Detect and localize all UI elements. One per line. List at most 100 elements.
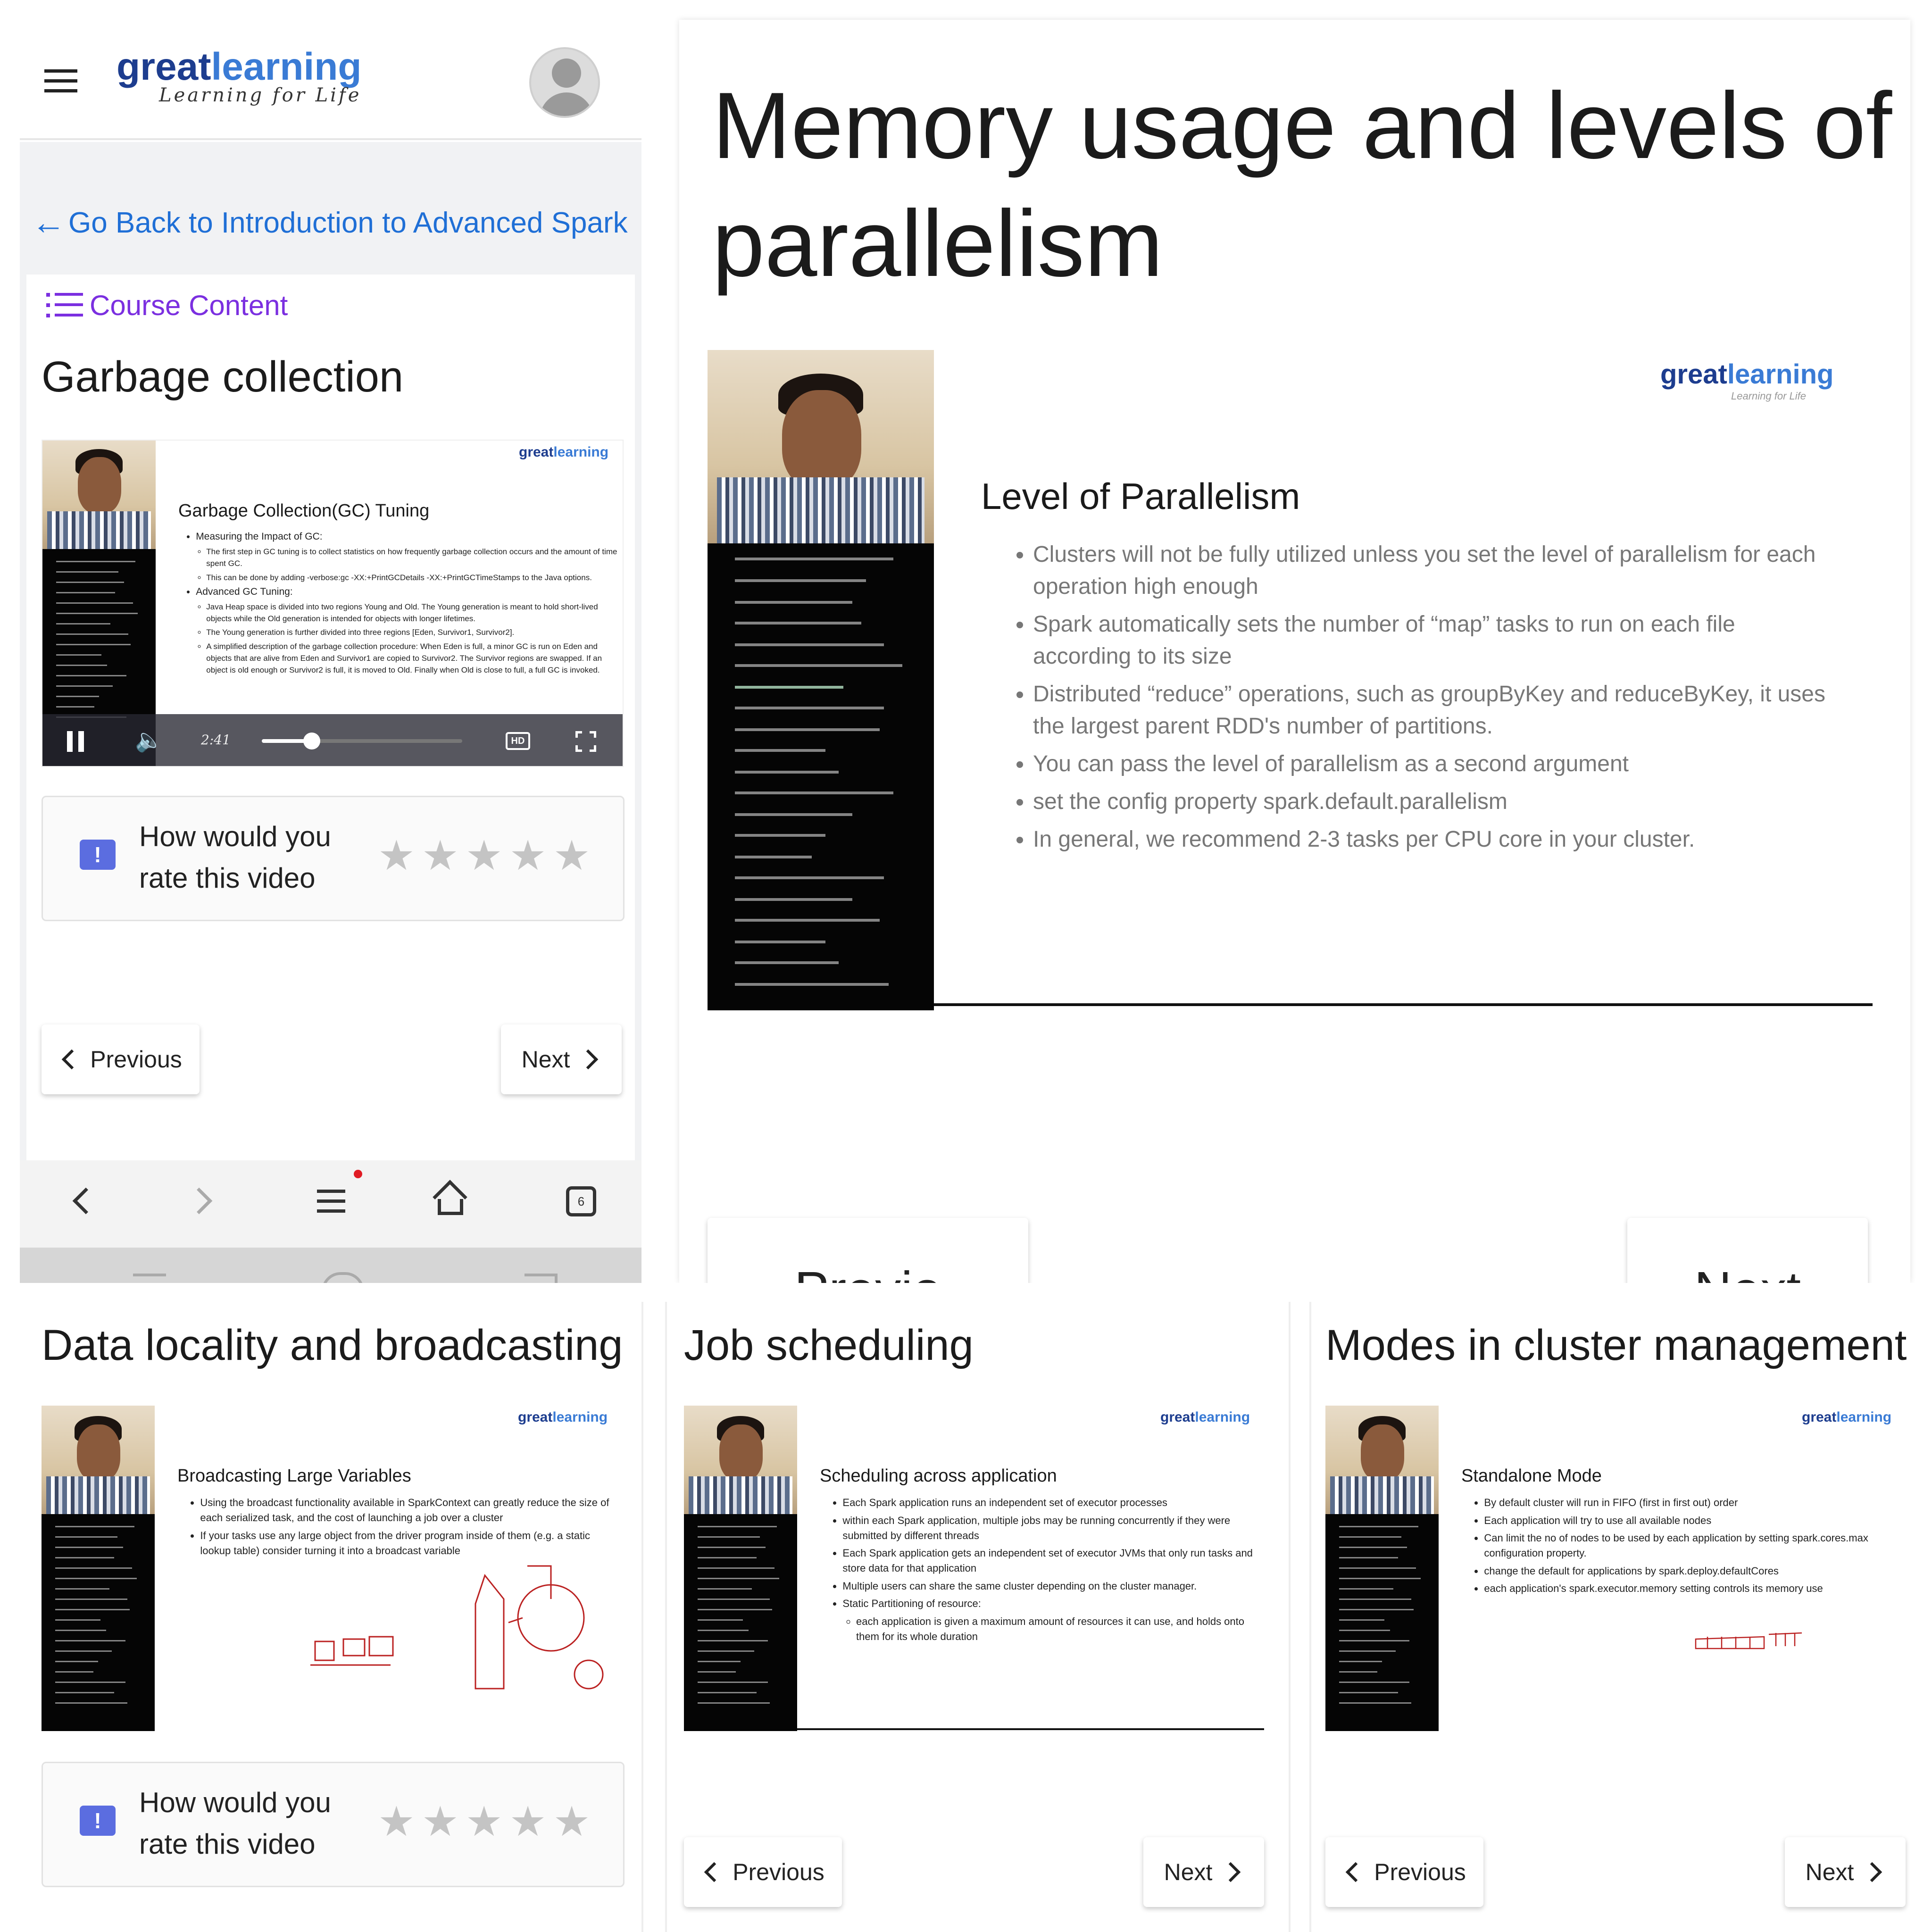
star-icon[interactable]: ★ — [421, 832, 459, 879]
slide-divider — [934, 1003, 1873, 1006]
slide-heading: Garbage Collection(GC) Tuning — [178, 501, 430, 521]
next-button[interactable]: Next — [1785, 1837, 1906, 1907]
browser-menu-icon[interactable] — [317, 1170, 362, 1213]
browser-tabs-icon[interactable]: 6 — [566, 1186, 596, 1216]
volume-icon[interactable]: 🔈 — [135, 728, 163, 753]
notification-dot-icon — [354, 1170, 362, 1178]
star-icon[interactable]: ★ — [509, 832, 547, 879]
feedback-icon: ! — [80, 840, 116, 870]
star-icon[interactable]: ★ — [378, 832, 415, 879]
next-button[interactable]: Next — [1143, 1837, 1264, 1907]
presenter-video — [708, 350, 934, 543]
browser-home-icon[interactable] — [433, 1180, 467, 1215]
slide-heading: Broadcasting Large Variables — [177, 1466, 411, 1486]
chevron-left-icon — [62, 1049, 82, 1070]
slide-bullet: change the default for applications by s… — [1484, 1564, 1904, 1579]
panel-job-scheduling: Job scheduling greatlearning Scheduling … — [665, 1302, 1291, 1932]
browser-toolbar: 6 — [20, 1160, 641, 1248]
previous-button[interactable]: Previous — [1325, 1837, 1483, 1907]
star-icon[interactable]: ★ — [378, 1798, 415, 1845]
star-icon[interactable]: ★ — [421, 1798, 459, 1845]
seek-bar[interactable] — [262, 733, 462, 749]
seek-handle[interactable] — [303, 733, 321, 749]
slide-heading: Level of Parallelism — [981, 475, 1300, 517]
slide-divider — [797, 1728, 1264, 1730]
slide-heading: Scheduling across application — [820, 1466, 1057, 1486]
presenter-video — [42, 441, 156, 549]
slide-heading: Standalone Mode — [1461, 1466, 1602, 1486]
lecture-title: Data locality and broadcasting — [42, 1321, 623, 1369]
avatar-body-icon — [540, 92, 593, 116]
avatar-head-icon — [552, 58, 581, 88]
lecture-title: Job scheduling — [684, 1321, 974, 1369]
presenter-video — [42, 1406, 155, 1514]
previous-button[interactable]: Previo — [708, 1218, 1028, 1283]
star-rating[interactable]: ★★★★★ — [378, 835, 590, 876]
slide-bullet: Each application will try to use all ava… — [1484, 1513, 1904, 1528]
next-button[interactable]: Next — [501, 1024, 622, 1094]
panel-data-locality: Data locality and broadcasting greatlear… — [20, 1302, 643, 1932]
fullscreen-icon[interactable] — [575, 731, 596, 752]
rating-prompt: How would you rate this video — [139, 821, 331, 894]
home-nav-icon[interactable] — [322, 1272, 364, 1283]
star-icon[interactable]: ★ — [465, 1798, 503, 1845]
handwritten-annotation — [1695, 1632, 1802, 1649]
brand-logo[interactable]: greatlearning Learning for Life — [117, 46, 381, 112]
slide-bullet: If your tasks use any large object from … — [200, 1528, 620, 1558]
video-player[interactable]: greatlearning Broadcasting Large Variabl… — [42, 1406, 622, 1731]
pause-button[interactable] — [67, 731, 85, 752]
handwritten-annotation — [310, 1565, 604, 1690]
slide-brand-logo: greatlearning — [1160, 1409, 1250, 1425]
arrow-left-icon: ← — [32, 204, 66, 242]
user-avatar[interactable] — [529, 47, 600, 118]
chevron-right-icon — [1862, 1862, 1882, 1882]
recents-icon[interactable] — [133, 1274, 166, 1276]
star-icon[interactable]: ★ — [465, 832, 503, 879]
slide-brand-logo: greatlearning — [518, 1409, 608, 1425]
browser-forward-icon[interactable] — [185, 1187, 213, 1215]
previous-button[interactable]: Previous — [684, 1837, 842, 1907]
slide-toc-sidebar — [42, 1514, 155, 1731]
slide-bullets: Measuring the Impact of GC: The first st… — [184, 530, 620, 678]
slide-bullets: Each Spark application runs an independe… — [830, 1495, 1262, 1647]
panel-memory-usage: Memory usage and levels of parallelism g… — [679, 20, 1910, 1283]
slide-toc-sidebar — [1325, 1514, 1439, 1731]
slide-bullet: In general, we recommend 2-3 tasks per C… — [1033, 824, 1835, 856]
brand-learning: learning — [211, 45, 362, 88]
slide-brand-tagline: Learning for Life — [1731, 390, 1806, 402]
video-player[interactable]: greatlearning Learning for Life Level of… — [708, 350, 1873, 1010]
browser-back-icon[interactable] — [72, 1187, 100, 1215]
slide-brand-logo: greatlearning — [1660, 359, 1834, 390]
course-content-label: Course Content — [90, 289, 288, 321]
next-button[interactable]: Next — [1627, 1218, 1868, 1283]
presenter-video — [1325, 1406, 1439, 1514]
star-icon[interactable]: ★ — [553, 1798, 591, 1845]
slide-bullet: Clusters will not be fully utilized unle… — [1033, 539, 1835, 603]
video-player[interactable]: greatlearning Standalone Mode By default… — [1325, 1406, 1906, 1731]
back-nav-icon[interactable] — [525, 1274, 558, 1283]
star-icon[interactable]: ★ — [509, 1798, 547, 1845]
slide-brand-logo: greatlearning — [1802, 1409, 1892, 1425]
panel-cluster-modes: Modes in cluster management greatlearnin… — [1309, 1302, 1932, 1932]
slide-toc-sidebar — [708, 543, 934, 1010]
hamburger-menu-icon[interactable] — [44, 69, 77, 93]
video-player[interactable]: greatlearning Scheduling across applicat… — [684, 1406, 1264, 1731]
course-content-link[interactable]: Course Content — [46, 286, 376, 324]
row-divider — [0, 1283, 1932, 1302]
chevron-right-icon — [1221, 1862, 1241, 1882]
hd-quality-button[interactable]: HD — [506, 732, 530, 750]
slide-bullet: each application's spark.executor.memory… — [1484, 1581, 1904, 1596]
star-icon[interactable]: ★ — [553, 832, 591, 879]
slide-bullet: Using the broadcast functionality availa… — [200, 1495, 620, 1525]
video-player[interactable]: greatlearning Garbage Collection(GC) Tun… — [42, 440, 624, 767]
lecture-title: Memory usage and levels of parallelism — [712, 73, 1892, 296]
brand-tagline: Learning for Life — [159, 84, 362, 106]
back-link[interactable]: ← Go Back to Introduction to Advanced Sp… — [32, 204, 640, 242]
app-header: greatlearning Learning for Life — [20, 20, 641, 140]
slide-bullet: By default cluster will run in FIFO (fir… — [1484, 1495, 1904, 1510]
back-link-label: Go Back to Introduction to Advanced Spar… — [68, 206, 628, 239]
previous-button[interactable]: Previous — [42, 1024, 200, 1094]
rating-card: ! How would you rate this video ★★★★★ — [42, 796, 625, 921]
rating-prompt: How would you rate this video — [139, 1787, 331, 1860]
star-rating[interactable]: ★★★★★ — [378, 1801, 590, 1842]
